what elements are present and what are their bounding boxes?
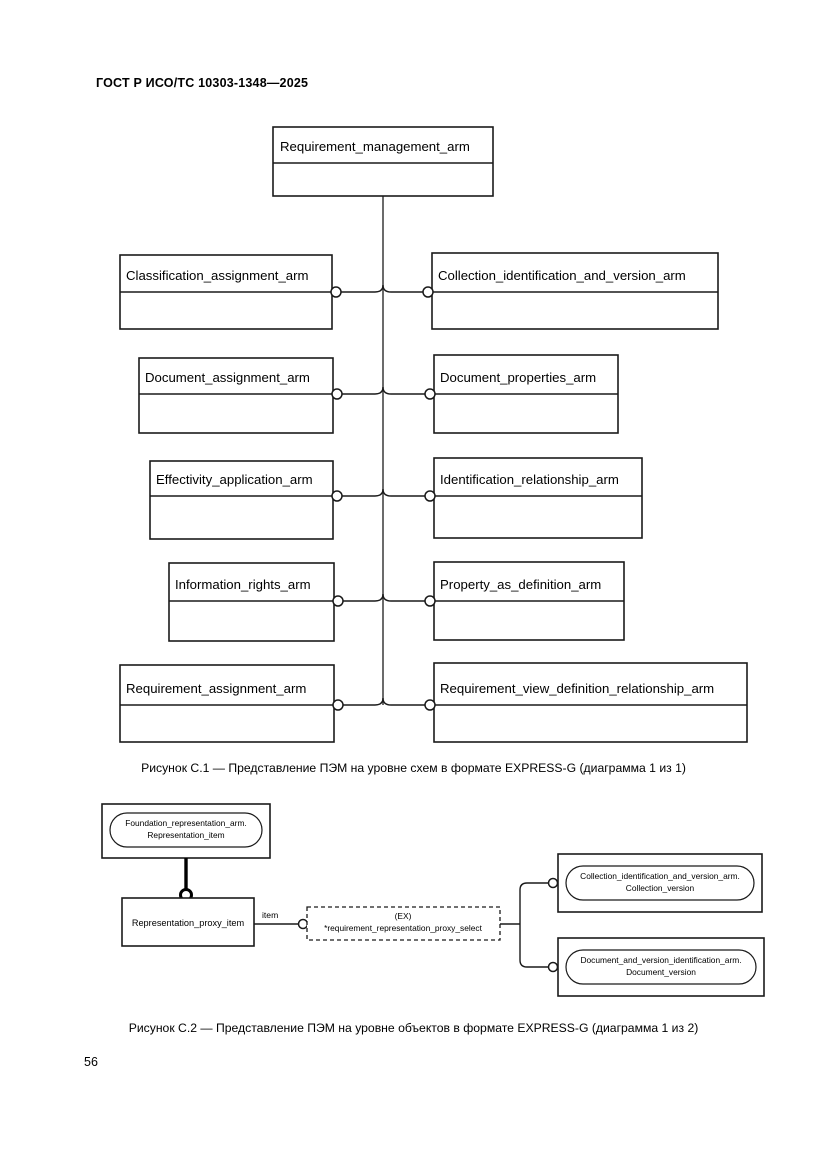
entity-right-3-label: Identification_relationship_arm (440, 472, 619, 487)
relation-item-circle (297, 918, 309, 930)
fork-branch-upper (519, 882, 548, 924)
entity-right-5-label: Requirement_view_definition_relationship… (440, 681, 714, 696)
entity-left-2-label: Document_assignment_arm (145, 370, 310, 385)
entity-left-5: Requirement_assignment_arm (119, 664, 335, 743)
entity-collection-line1: Collection_identification_and_version_ar… (580, 871, 740, 881)
entity-left-3-label: Effectivity_application_arm (156, 472, 313, 487)
entity-right-4: Property_as_definition_arm (433, 561, 625, 641)
figure-c2: Foundation_representation_arm. Represent… (0, 790, 827, 1020)
connector-row-4 (343, 593, 426, 602)
connector-row-2 (342, 386, 426, 395)
figure-c2-caption: Рисунок С.2 — Представление ПЭМ на уровн… (128, 1021, 699, 1035)
row-3: Effectivity_application_arm Identificati… (149, 457, 643, 540)
connector-row-5 (343, 697, 426, 706)
entity-proxy-item-label: Representation_proxy_item (132, 918, 245, 928)
entity-root-label: Requirement_management_arm (280, 139, 470, 154)
entity-left-1-label: Classification_assignment_arm (126, 268, 309, 283)
entity-root: Requirement_management_arm (272, 126, 494, 197)
entity-left-2: Document_assignment_arm (138, 357, 334, 434)
fork-branch-lower (519, 924, 548, 968)
entity-right-5: Requirement_view_definition_relationship… (433, 662, 748, 743)
page-number: 56 (84, 1055, 98, 1069)
figure-c1: Requirement_management_arm Classificatio… (119, 126, 748, 743)
entity-right-1-label: Collection_identification_and_version_ar… (438, 268, 686, 283)
entity-collection: Collection_identification_and_version_ar… (557, 853, 763, 913)
collection-connector-circle (547, 877, 559, 889)
entity-left-1: Classification_assignment_arm (119, 254, 333, 330)
entity-collection-line2: Collection_version (626, 883, 695, 893)
entity-left-4: Information_rights_arm (168, 562, 335, 642)
row-2: Document_assignment_arm Document_propert… (138, 354, 619, 434)
entity-left-4-label: Information_rights_arm (175, 577, 311, 592)
row-4: Information_rights_arm Property_as_defin… (168, 561, 625, 642)
entity-proxy-item: Representation_proxy_item (121, 897, 255, 947)
entity-foundation-line1: Foundation_representation_arm. (125, 818, 247, 828)
entity-right-2: Document_properties_arm (433, 354, 619, 434)
document-header: ГОСТ Р ИСО/ТС 10303-1348—2025 (96, 76, 309, 90)
entity-left-5-label: Requirement_assignment_arm (126, 681, 306, 696)
entity-left-3: Effectivity_application_arm (149, 460, 334, 540)
row-1: Classification_assignment_arm Collection… (119, 252, 719, 330)
entity-document: Document_and_version_identification_arm.… (557, 937, 765, 997)
entity-foundation: Foundation_representation_arm. Represent… (101, 803, 271, 859)
figure-c1-caption: Рисунок С.1 — Представление ПЭМ на уровн… (141, 761, 686, 775)
entity-right-2-label: Document_properties_arm (440, 370, 596, 385)
connector-row-1 (341, 284, 424, 293)
entity-document-line2: Document_version (626, 967, 696, 977)
connector-row-3 (342, 488, 426, 497)
entity-foundation-line2: Representation_item (147, 830, 224, 840)
entity-select: (EX) *requirement_representation_proxy_s… (306, 906, 501, 941)
entity-select-line1: (EX) (395, 911, 412, 921)
relation-item-label: item (262, 910, 278, 920)
entity-right-3: Identification_relationship_arm (433, 457, 643, 539)
row-5: Requirement_assignment_arm Requirement_v… (119, 662, 748, 743)
entity-select-line2: *requirement_representation_proxy_select (324, 923, 482, 933)
entity-right-4-label: Property_as_definition_arm (440, 577, 601, 592)
document-connector-circle (547, 961, 559, 973)
entity-document-line1: Document_and_version_identification_arm. (580, 955, 741, 965)
entity-right-1: Collection_identification_and_version_ar… (431, 252, 719, 330)
